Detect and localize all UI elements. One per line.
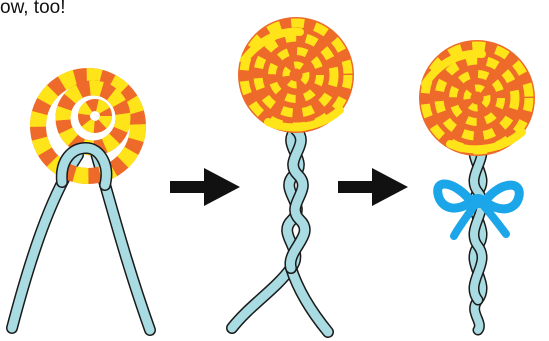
twisted-stem-final: [474, 140, 482, 330]
step-2-twisted: [232, 17, 354, 332]
striped-coil-1: [38, 76, 138, 176]
twisted-stem: [287, 130, 305, 268]
step-3-finished: [419, 40, 535, 330]
striped-coil-2: [238, 17, 354, 133]
split-cord-ends: [232, 268, 328, 332]
striped-coil-3: [419, 40, 535, 156]
right-arrow-icon: [170, 168, 240, 206]
step-1-coil: [12, 76, 150, 330]
right-arrow-icon: [338, 168, 408, 206]
loose-cord-left: [12, 155, 78, 328]
